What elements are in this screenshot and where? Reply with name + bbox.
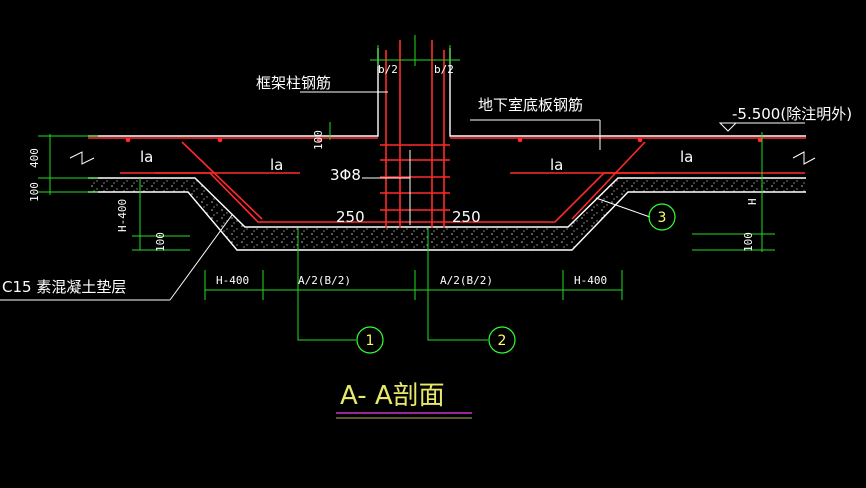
dim-b2-left: b/2: [378, 63, 398, 76]
marker-1: 1: [356, 326, 384, 354]
dim-100-right: 100: [742, 232, 755, 252]
dim-250-left: 250: [336, 208, 365, 226]
dim-400: 400: [28, 148, 41, 168]
elevation-label: -5.500(除注明外): [732, 105, 852, 123]
stirrup-label: 3Φ8: [330, 166, 361, 184]
marker-2: 2: [488, 326, 516, 354]
dim-a2b2-right: A/2(B/2): [440, 274, 493, 287]
leaders: [0, 91, 651, 341]
dim-250-right: 250: [452, 208, 481, 226]
dim-h: H: [746, 198, 759, 205]
la-label-3: la: [550, 156, 563, 174]
slab-rebar-label: 地下室底板钢筋: [478, 96, 583, 114]
dim-100-left: 100: [28, 182, 41, 202]
la-label-2: la: [270, 156, 283, 174]
cushion-layer: [88, 178, 806, 250]
section-title: A- A剖面: [340, 381, 445, 411]
dimension-lines: [38, 35, 805, 300]
marker-3: 3: [648, 203, 676, 231]
dim-h400-left: H-400: [216, 274, 249, 287]
dim-100-mid: 100: [154, 232, 167, 252]
concrete-outline: [69, 48, 816, 251]
column-rebar-label: 框架柱钢筋: [256, 74, 331, 92]
svg-text:3: 3: [658, 210, 667, 226]
dim-h400-right: H-400: [574, 274, 607, 287]
dim-h400-vertical: H-400: [116, 199, 129, 232]
svg-text:2: 2: [498, 333, 507, 349]
la-label-4: la: [680, 148, 693, 166]
dim-b2-right: b/2: [434, 63, 454, 76]
svg-text:1: 1: [366, 333, 375, 349]
rebar: [88, 40, 806, 228]
dim-100-top: 100: [312, 130, 325, 150]
cushion-label: C15 素混凝土垫层: [2, 278, 126, 296]
la-label-1: la: [140, 148, 153, 166]
dim-a2b2-left: A/2(B/2): [298, 274, 351, 287]
